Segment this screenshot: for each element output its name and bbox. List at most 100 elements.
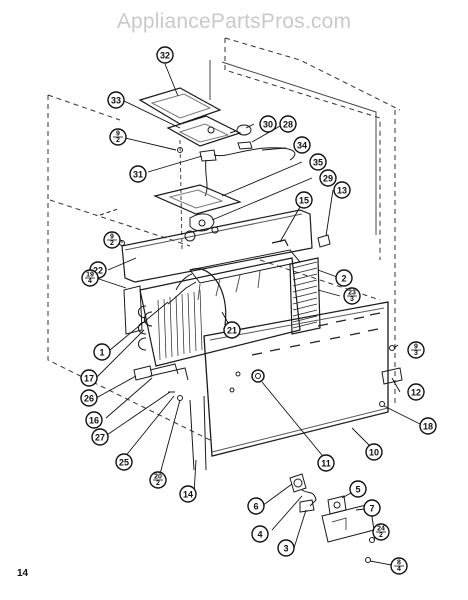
callout-34: 34	[293, 136, 311, 154]
light-socket-28	[237, 141, 253, 150]
callout-circle	[317, 454, 335, 472]
callout-number: 21	[227, 326, 237, 336]
callout-number: 2	[341, 274, 346, 284]
callout-19-of-4: 194	[81, 269, 99, 287]
callout-circle	[115, 453, 133, 471]
callout-numerator: 9	[414, 343, 418, 350]
side-bracket-19	[123, 285, 143, 335]
callout-circle	[80, 389, 98, 407]
cover-louvers	[251, 312, 381, 356]
grommet-11	[251, 369, 265, 383]
screw-8	[365, 557, 371, 563]
callout-33: 33	[107, 91, 125, 109]
callout-number: 16	[89, 416, 99, 426]
callout-circle	[259, 115, 277, 133]
screw-24	[369, 537, 375, 543]
callout-number: 34	[297, 141, 307, 151]
evaporator-right-2	[289, 257, 321, 335]
callout-denominator: 2	[379, 532, 383, 539]
callout-4: 4	[251, 525, 269, 543]
callout-number: 15	[299, 196, 309, 206]
drip-guide-16	[149, 367, 189, 381]
leader-lines	[95, 63, 421, 567]
callout-11: 11	[317, 454, 335, 472]
bracket-26	[133, 365, 153, 381]
callout-30: 30	[259, 115, 277, 133]
callout-denominator: 2	[116, 137, 120, 144]
callout-circle	[85, 411, 103, 429]
callout-circle	[293, 136, 311, 154]
callout-numerator: 24	[377, 525, 385, 532]
callout-12: 12	[407, 383, 425, 401]
callout-circle	[93, 343, 111, 361]
cabinet-outline	[47, 37, 401, 441]
callout-10: 10	[365, 443, 383, 461]
callout-circle	[251, 525, 269, 543]
side-rail-12	[381, 367, 403, 385]
callout-number: 14	[183, 490, 193, 500]
screw-9-top	[177, 147, 183, 153]
callout-numerator: 20	[154, 473, 162, 480]
clamp-3	[299, 499, 315, 513]
callout-number: 10	[369, 448, 379, 458]
callout-13: 13	[333, 181, 351, 199]
callout-circle	[179, 485, 197, 503]
callout-number: 35	[313, 158, 323, 168]
defrost-terminator-5	[327, 495, 347, 515]
clip-13	[317, 234, 331, 248]
top-rail-22	[121, 209, 313, 283]
callout-number: 30	[263, 120, 273, 130]
light-bracket-33	[166, 115, 242, 147]
watermark: AppliancePartsPros.com	[116, 10, 352, 33]
callout-denominator: 4	[397, 566, 401, 573]
cover-plate-32	[138, 87, 222, 125]
callout-numerator: 9	[110, 233, 114, 240]
callout-6: 6	[247, 497, 265, 515]
callout-3: 3	[277, 539, 295, 557]
screw-20	[177, 395, 183, 401]
callout-denominator: 2	[156, 480, 160, 487]
callout-number: 28	[283, 120, 293, 130]
switch-31	[199, 149, 217, 162]
drain-trough-14	[189, 399, 195, 471]
connector-4	[301, 489, 317, 507]
callout-number: 33	[111, 96, 121, 106]
callout-9-of-2: 92	[109, 128, 127, 146]
callout-circle	[335, 269, 353, 287]
callout-14: 14	[179, 485, 197, 503]
callout-15: 15	[295, 191, 313, 209]
cabinet-side-wall	[209, 60, 377, 235]
callout-circle	[407, 383, 425, 401]
callout-21: 21	[223, 321, 241, 339]
callout-circle	[279, 115, 297, 133]
callout-circle	[349, 480, 367, 498]
callout-numerator: 9	[116, 130, 120, 137]
callout-number: 1	[99, 348, 104, 358]
callout-number: 32	[160, 51, 170, 61]
callout-circle	[247, 497, 265, 515]
callout-circle	[80, 369, 98, 387]
callout-number: 18	[423, 422, 433, 432]
callout-29: 29	[319, 169, 337, 187]
callout-number: 27	[95, 433, 105, 443]
callout-denominator: 4	[88, 278, 92, 285]
callout-35: 35	[309, 153, 327, 171]
callout-circle	[309, 153, 327, 171]
callout-number: 13	[337, 186, 347, 196]
callout-16: 16	[85, 411, 103, 429]
callout-5: 5	[349, 480, 367, 498]
callout-28: 28	[279, 115, 297, 133]
callout-number: 26	[84, 394, 94, 404]
callout-circle	[91, 428, 109, 446]
callout-number: 25	[119, 458, 129, 468]
callout-number: 3	[283, 544, 288, 554]
callout-20-of-2: 202	[149, 471, 167, 489]
callout-23-of-3: 233	[343, 287, 361, 305]
callout-number: 11	[321, 459, 331, 469]
screw-25	[379, 401, 385, 407]
callout-number: 29	[323, 174, 333, 184]
callout-26: 26	[80, 389, 98, 407]
callout-circle	[295, 191, 313, 209]
